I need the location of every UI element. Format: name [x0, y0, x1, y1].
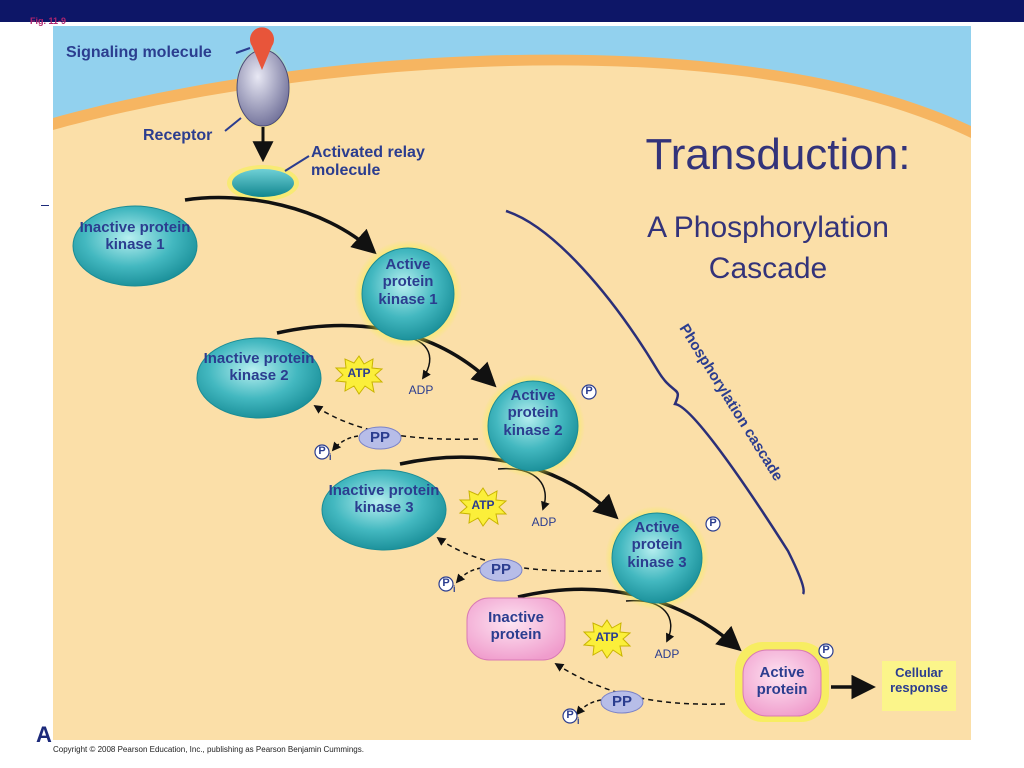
pp-label-protein: PP: [611, 693, 632, 710]
slide-subtitle: A Phosphorylation Cascade: [647, 211, 889, 285]
cellular-response-box: Cellular response: [882, 661, 956, 711]
pi-label-2: P: [318, 445, 326, 457]
atp-label-1: ATP: [347, 366, 371, 380]
slide-title: Transduction:: [645, 130, 911, 179]
inactive-kinase-1-label: Inactive protein kinase 1: [79, 219, 191, 254]
signaling-molecule-leader: [235, 47, 251, 54]
pi-label-3: P: [442, 577, 450, 589]
adp-label-1: ADP: [408, 383, 434, 397]
active-kinase-1: [361, 247, 455, 341]
inactive-protein-label: Inactive protein: [488, 609, 544, 644]
atp-label-3: ATP: [595, 630, 619, 644]
active-protein: [742, 649, 822, 717]
active-kinase-3-label: Active protein kinase 3: [627, 519, 687, 571]
inactive-kinase-2: [196, 337, 322, 419]
phosphate-kinase-3: [705, 516, 721, 532]
pi-circle-protein: [562, 708, 578, 724]
atp-burst-2: [458, 487, 508, 527]
phosphate-label-kinase-3: P: [709, 517, 717, 529]
top-bar: [0, 0, 1024, 22]
copyright-notice: Copyright © 2008 Pearson Education, Inc.…: [53, 745, 364, 754]
atp-burst-3: [582, 619, 632, 659]
pp-oval-3: [479, 558, 523, 582]
active-kinase-2-label: Active protein kinase 2: [503, 387, 563, 439]
pi-arrow-protein: [575, 699, 602, 716]
active-kinase-2: [487, 380, 579, 472]
pi-arrow-2: [331, 435, 359, 452]
arrow-relay-to-kinase1: [184, 195, 377, 255]
pp-label-2: PP: [369, 429, 390, 446]
atp-label-2: ATP: [471, 498, 495, 512]
atp-burst-1: [334, 355, 384, 395]
left-margin-fragment: A: [36, 722, 52, 747]
signaling-molecule: [250, 27, 274, 70]
inactive-protein: [466, 597, 566, 661]
diagram-panel: Signaling molecule Receptor Activated re…: [53, 26, 971, 740]
pi-arrow-3: [455, 567, 482, 584]
adp-label-2: ADP: [531, 515, 557, 529]
cascade-bracket: [505, 209, 805, 595]
pp-oval-2: [358, 426, 402, 450]
pi-label-protein: P: [566, 709, 574, 721]
receptor-label: Receptor: [143, 127, 213, 144]
cascade-diagram: [53, 26, 971, 740]
inactive-kinase-2-label: Inactive protein kinase 2: [203, 350, 315, 385]
pi-subscript-3: i: [453, 584, 456, 594]
activated-relay-molecule: [232, 169, 294, 197]
pi-circle-3: [438, 576, 454, 592]
activated-relay-label: Activated relay molecule: [311, 144, 425, 180]
pi-subscript-protein: i: [577, 716, 580, 726]
phosphate-label-kinase-2: P: [585, 385, 593, 397]
pp-label-3: PP: [490, 561, 511, 578]
pi-circle-2: [314, 444, 330, 460]
figure-label: Fig. 11-9: [30, 16, 67, 26]
extracellular-region: [53, 26, 971, 126]
phosphate-protein: [818, 643, 834, 659]
phosphate-kinase-2: [581, 384, 597, 400]
relay-leader: [284, 155, 310, 172]
pp-oval-protein: [600, 690, 644, 714]
signaling-molecule-label: Signaling molecule: [66, 44, 212, 61]
active-kinase-3: [611, 512, 703, 604]
dephos-arrow-3: [436, 536, 602, 572]
receptor-leader: [224, 117, 242, 132]
pi-subscript-2: i: [329, 452, 332, 462]
active-protein-label: Active protein: [756, 664, 808, 699]
left-margin-dash: [41, 205, 49, 206]
active-kinase-1-label: Active protein kinase 1: [378, 256, 438, 308]
adp-label-3: ADP: [654, 647, 680, 661]
inactive-kinase-1: [72, 205, 198, 287]
inactive-kinase-3-label: Inactive protein kinase 3: [328, 482, 440, 517]
phosphate-label-protein: P: [822, 644, 830, 656]
inactive-kinase-3: [321, 469, 447, 551]
